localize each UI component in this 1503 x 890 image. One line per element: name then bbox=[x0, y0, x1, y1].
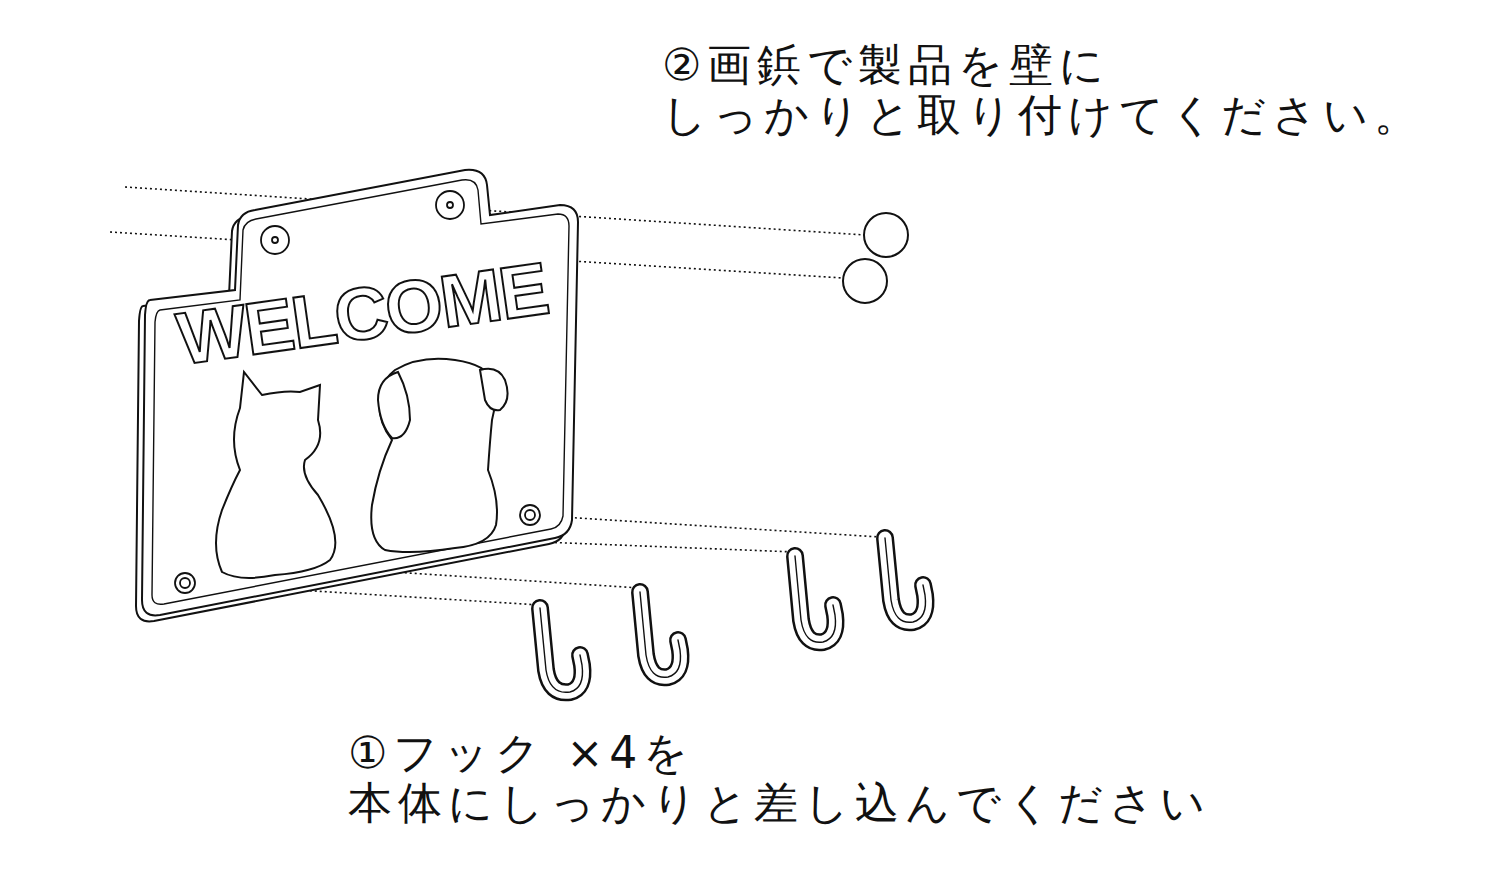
hooks bbox=[540, 538, 926, 692]
plaque bbox=[136, 170, 578, 622]
push-pins bbox=[843, 213, 908, 303]
instruction-step: ②画鋲で製品を壁に しっかりと取り付けてください。 bbox=[662, 40, 1462, 140]
instruction-step: ①フック ×4を 本体にしっかりと差し込んでください bbox=[348, 728, 1278, 828]
